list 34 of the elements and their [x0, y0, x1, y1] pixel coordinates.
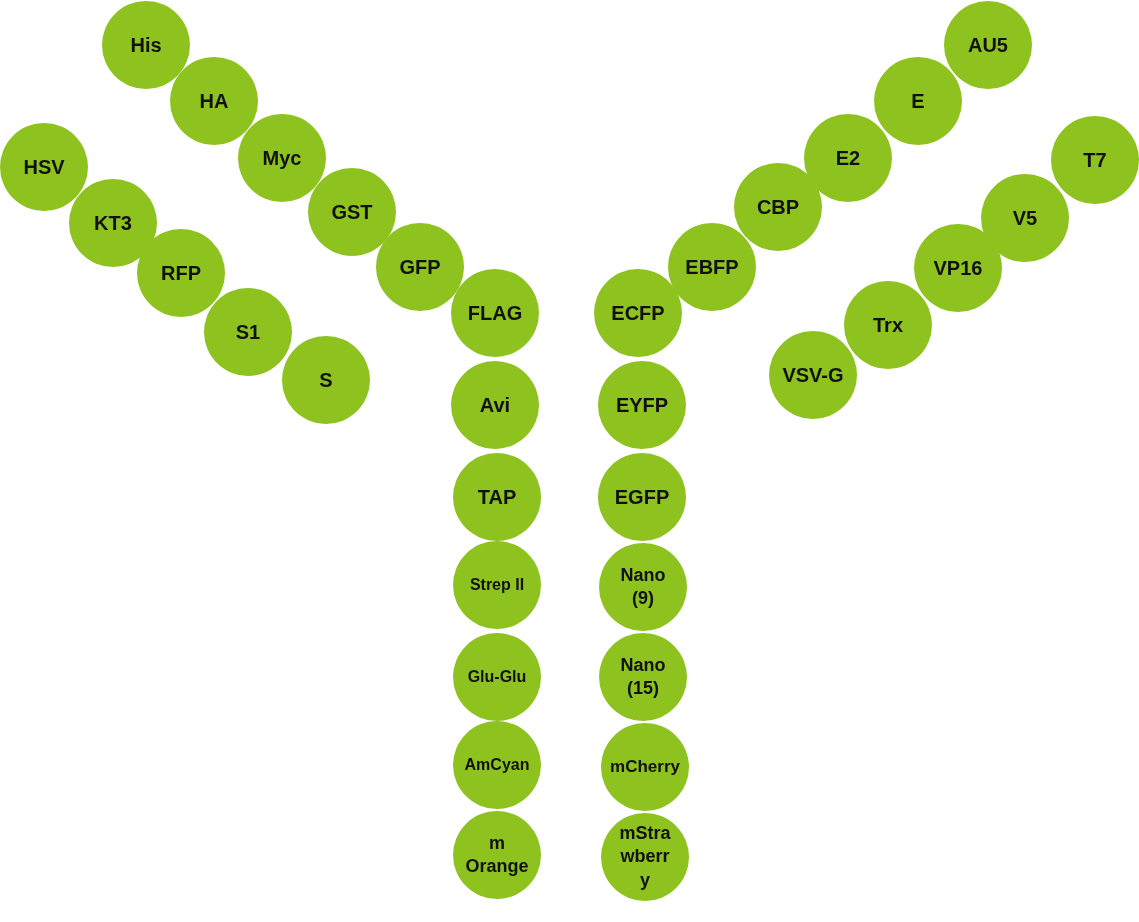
tag-circle: GST [308, 168, 396, 256]
tag-circle: mCherry [601, 723, 689, 811]
tag-circle: EBFP [668, 223, 756, 311]
tag-circle: S1 [204, 288, 292, 376]
tag-circle: V5 [981, 174, 1069, 262]
tag-circle: Myc [238, 114, 326, 202]
tag-circle: HSV [0, 123, 88, 211]
tag-circle: Trx [844, 281, 932, 369]
tag-circle: T7 [1051, 116, 1139, 204]
tag-circle: GFP [376, 223, 464, 311]
tag-circle: Nano (9) [599, 543, 687, 631]
tag-circle: CBP [734, 163, 822, 251]
tag-circle: HA [170, 57, 258, 145]
tag-circle: Glu-Glu [453, 633, 541, 721]
tag-circle: FLAG [451, 269, 539, 357]
tag-circle: His [102, 1, 190, 89]
tag-circle: EGFP [598, 453, 686, 541]
tag-circle: E [874, 57, 962, 145]
tag-circle: S [282, 336, 370, 424]
tag-circle: EYFP [598, 361, 686, 449]
tag-circle: Avi [451, 361, 539, 449]
tag-circle: mStrawberry [601, 813, 689, 901]
tag-circle: RFP [137, 229, 225, 317]
tag-circle: VSV-G [769, 331, 857, 419]
tag-circle: VP16 [914, 224, 1002, 312]
tag-circle: m Orange [453, 811, 541, 899]
tag-circle: ECFP [594, 269, 682, 357]
tag-circle: KT3 [69, 179, 157, 267]
tag-circle: E2 [804, 114, 892, 202]
tag-circle: AU5 [944, 1, 1032, 89]
tag-circle: TAP [453, 453, 541, 541]
tag-circle: AmCyan [453, 721, 541, 809]
tag-circle: Nano (15) [599, 633, 687, 721]
tag-circle: Strep II [453, 541, 541, 629]
